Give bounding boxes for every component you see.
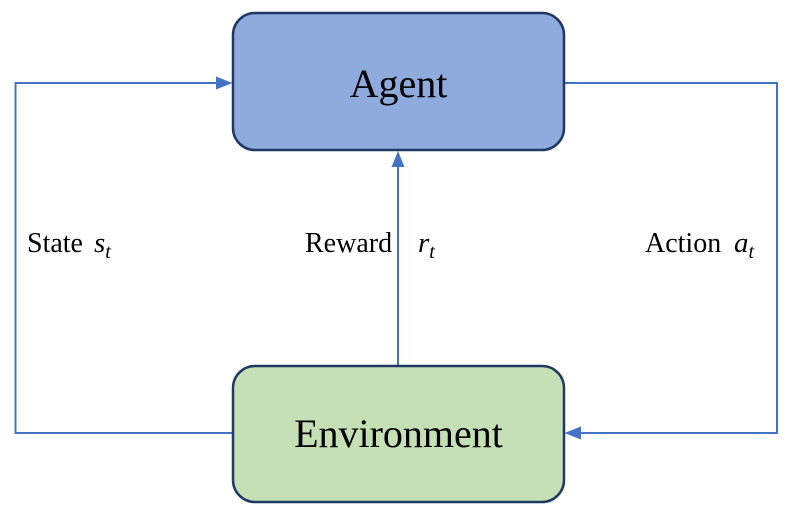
reward-edge-label: Reward [305,228,392,259]
reward-symbol-subscript: t [429,241,435,263]
action-arrowhead-icon [564,426,581,440]
action-edge [564,82,778,440]
action-symbol-subscript: t [749,241,755,263]
action-symbol-var: a [734,227,749,259]
action-edge-line [564,82,778,434]
action-symbol: at [734,227,755,263]
state-edge-label: State [27,228,83,259]
state-symbol-var: s [94,227,105,259]
environment-node-label: Environment [294,411,503,456]
agent-node [231,11,566,152]
reward-symbol: rt [418,227,435,263]
state-arrowhead-icon [216,76,233,90]
state-symbol: st [94,227,111,263]
agent-node-label: Agent [350,61,448,106]
state-edge-line [14,82,233,434]
state-symbol-subscript: t [105,241,111,263]
state-edge [14,76,233,434]
action-edge-label: Action [645,228,721,259]
reward-edge [391,151,405,366]
reward-arrowhead-icon [391,151,405,167]
environment-node [231,364,566,504]
reward-symbol-var: r [418,227,430,259]
